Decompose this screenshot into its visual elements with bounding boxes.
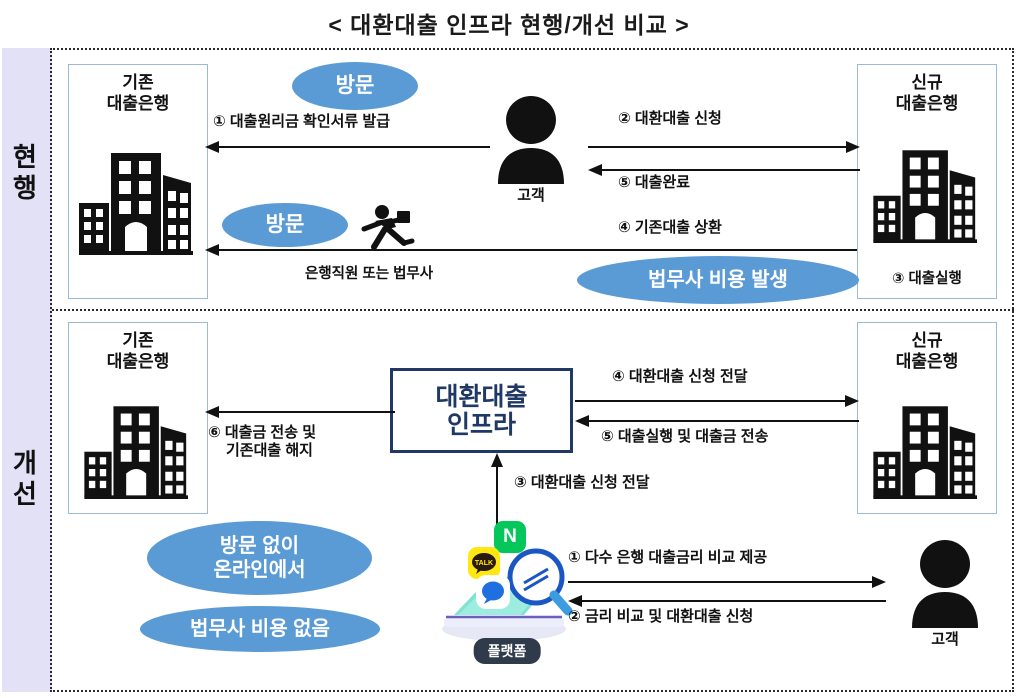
building-icon	[79, 145, 197, 260]
svg-text:TALK: TALK	[475, 560, 493, 567]
arrow-improved-step-2	[568, 594, 886, 613]
improved-new-bank-line1: 신규	[911, 331, 943, 350]
naver-icon: N	[494, 521, 526, 553]
improved-step-6-line1: ⑥ 대출금 전송 및	[208, 424, 317, 441]
section-label-current: 현 행	[0, 142, 50, 203]
page-title: < 대환대출 인프라 현행/개선 비교 >	[328, 12, 690, 38]
arrow-improved-step-5	[575, 414, 859, 433]
kakaotalk-icon: TALK	[468, 547, 500, 579]
improved-step-2-label: ② 금리 비교 및 대환대출 신청	[568, 608, 754, 625]
improved-new-bank-title: 신규 대출은행	[858, 331, 996, 372]
arrow-step-2	[588, 140, 860, 159]
platform-graphic: N TALK 플랫폼	[432, 519, 582, 664]
improved-step-3-label: ③ 대환대출 신청 전달	[514, 474, 650, 491]
current-new-bank-line1: 신규	[911, 73, 943, 92]
current-new-bank-line2: 대출은행	[895, 93, 959, 113]
current-new-bank-title: 신규 대출은행	[858, 73, 996, 114]
no-legal-cost-badge: 법무사 비용 없음	[140, 606, 380, 652]
arrow-improved-step-4	[575, 394, 859, 413]
current-step-4-label: ④ 기존대출 상환	[618, 219, 722, 236]
section-label-current-line2: 행	[13, 172, 37, 203]
section-label-current-line1: 현	[13, 142, 37, 172]
section-label-improved-line2: 선	[13, 478, 37, 509]
arrow-improved-step-3	[490, 453, 504, 530]
current-existing-bank-line2: 대출은행	[106, 93, 170, 113]
improved-new-bank-box: 신규 대출은행	[857, 322, 997, 514]
improved-existing-bank-line1: 기존	[122, 331, 154, 350]
improved-step-6-label: ⑥ 대출금 전송 및 기존대출 해지	[208, 424, 316, 460]
arrow-improved-step-1	[568, 575, 886, 594]
arrow-step-5	[588, 163, 860, 182]
building-icon	[81, 399, 195, 504]
customer-label-bottom: 고객	[931, 631, 959, 648]
improved-new-bank-line2: 대출은행	[895, 351, 959, 371]
current-new-bank-note: ③ 대출실행	[892, 271, 962, 287]
customer-icon	[488, 96, 574, 184]
visit-badge-top: 방문	[292, 62, 418, 110]
no-visit-badge: 방문 없이 온라인에서	[147, 521, 372, 595]
building-icon	[870, 399, 984, 504]
current-step-5-label: ⑤ 대출완료	[618, 174, 691, 191]
section-label-improved: 개 선	[0, 448, 50, 509]
arrow-step-4	[205, 243, 857, 262]
improved-existing-bank-box: 기존 대출은행	[68, 322, 208, 514]
current-step-1-label: ① 대출원리금 확인서류 발급	[213, 113, 391, 130]
current-existing-bank-title: 기존 대출은행	[69, 73, 207, 114]
naver-icon-letter: N	[503, 526, 517, 547]
visit-badge-bottom: 방문	[222, 203, 348, 247]
running-courier-icon	[352, 203, 422, 253]
no-visit-badge-line1: 방문 없이	[219, 535, 300, 557]
improved-existing-bank-line2: 대출은행	[106, 351, 170, 371]
courier-caption: 은행직원 또는 법무사	[305, 266, 434, 282]
section-divider	[52, 309, 1014, 311]
improved-existing-bank-title: 기존 대출은행	[69, 331, 207, 372]
current-existing-bank-line1: 기존	[122, 73, 154, 92]
infra-line-2: 인프라	[446, 410, 516, 439]
customer-icon-bottom	[902, 540, 988, 628]
current-step-2-label: ② 대환대출 신청	[618, 110, 722, 127]
infra-line-1: 대환대출	[435, 382, 528, 411]
legal-cost-badge: 법무사 비용 발생	[577, 256, 859, 304]
improved-step-1-label: ① 다수 은행 대출금리 비교 제공	[568, 549, 768, 566]
improved-step-4-label: ④ 대환대출 신청 전달	[612, 368, 748, 385]
improved-step-5-label: ⑤ 대출실행 및 대출금 전송	[601, 428, 769, 445]
infra-box: 대환대출 인프라	[390, 368, 573, 453]
section-label-column	[2, 48, 52, 692]
no-visit-badge-line2: 온라인에서	[213, 559, 306, 581]
customer-label-top: 고객	[517, 187, 545, 204]
current-existing-bank-box: 기존 대출은행	[68, 64, 208, 299]
arrow-step-1	[205, 140, 490, 159]
platform-badge: 플랫폼	[473, 638, 541, 664]
section-label-improved-line1: 개	[13, 448, 37, 478]
building-icon	[870, 143, 984, 248]
arrow-step-6	[205, 405, 395, 424]
improved-step-6-line2: 기존대출 해지	[226, 442, 313, 459]
chat-bubble-icon	[476, 575, 510, 609]
current-new-bank-box: 신규 대출은행	[857, 64, 997, 299]
